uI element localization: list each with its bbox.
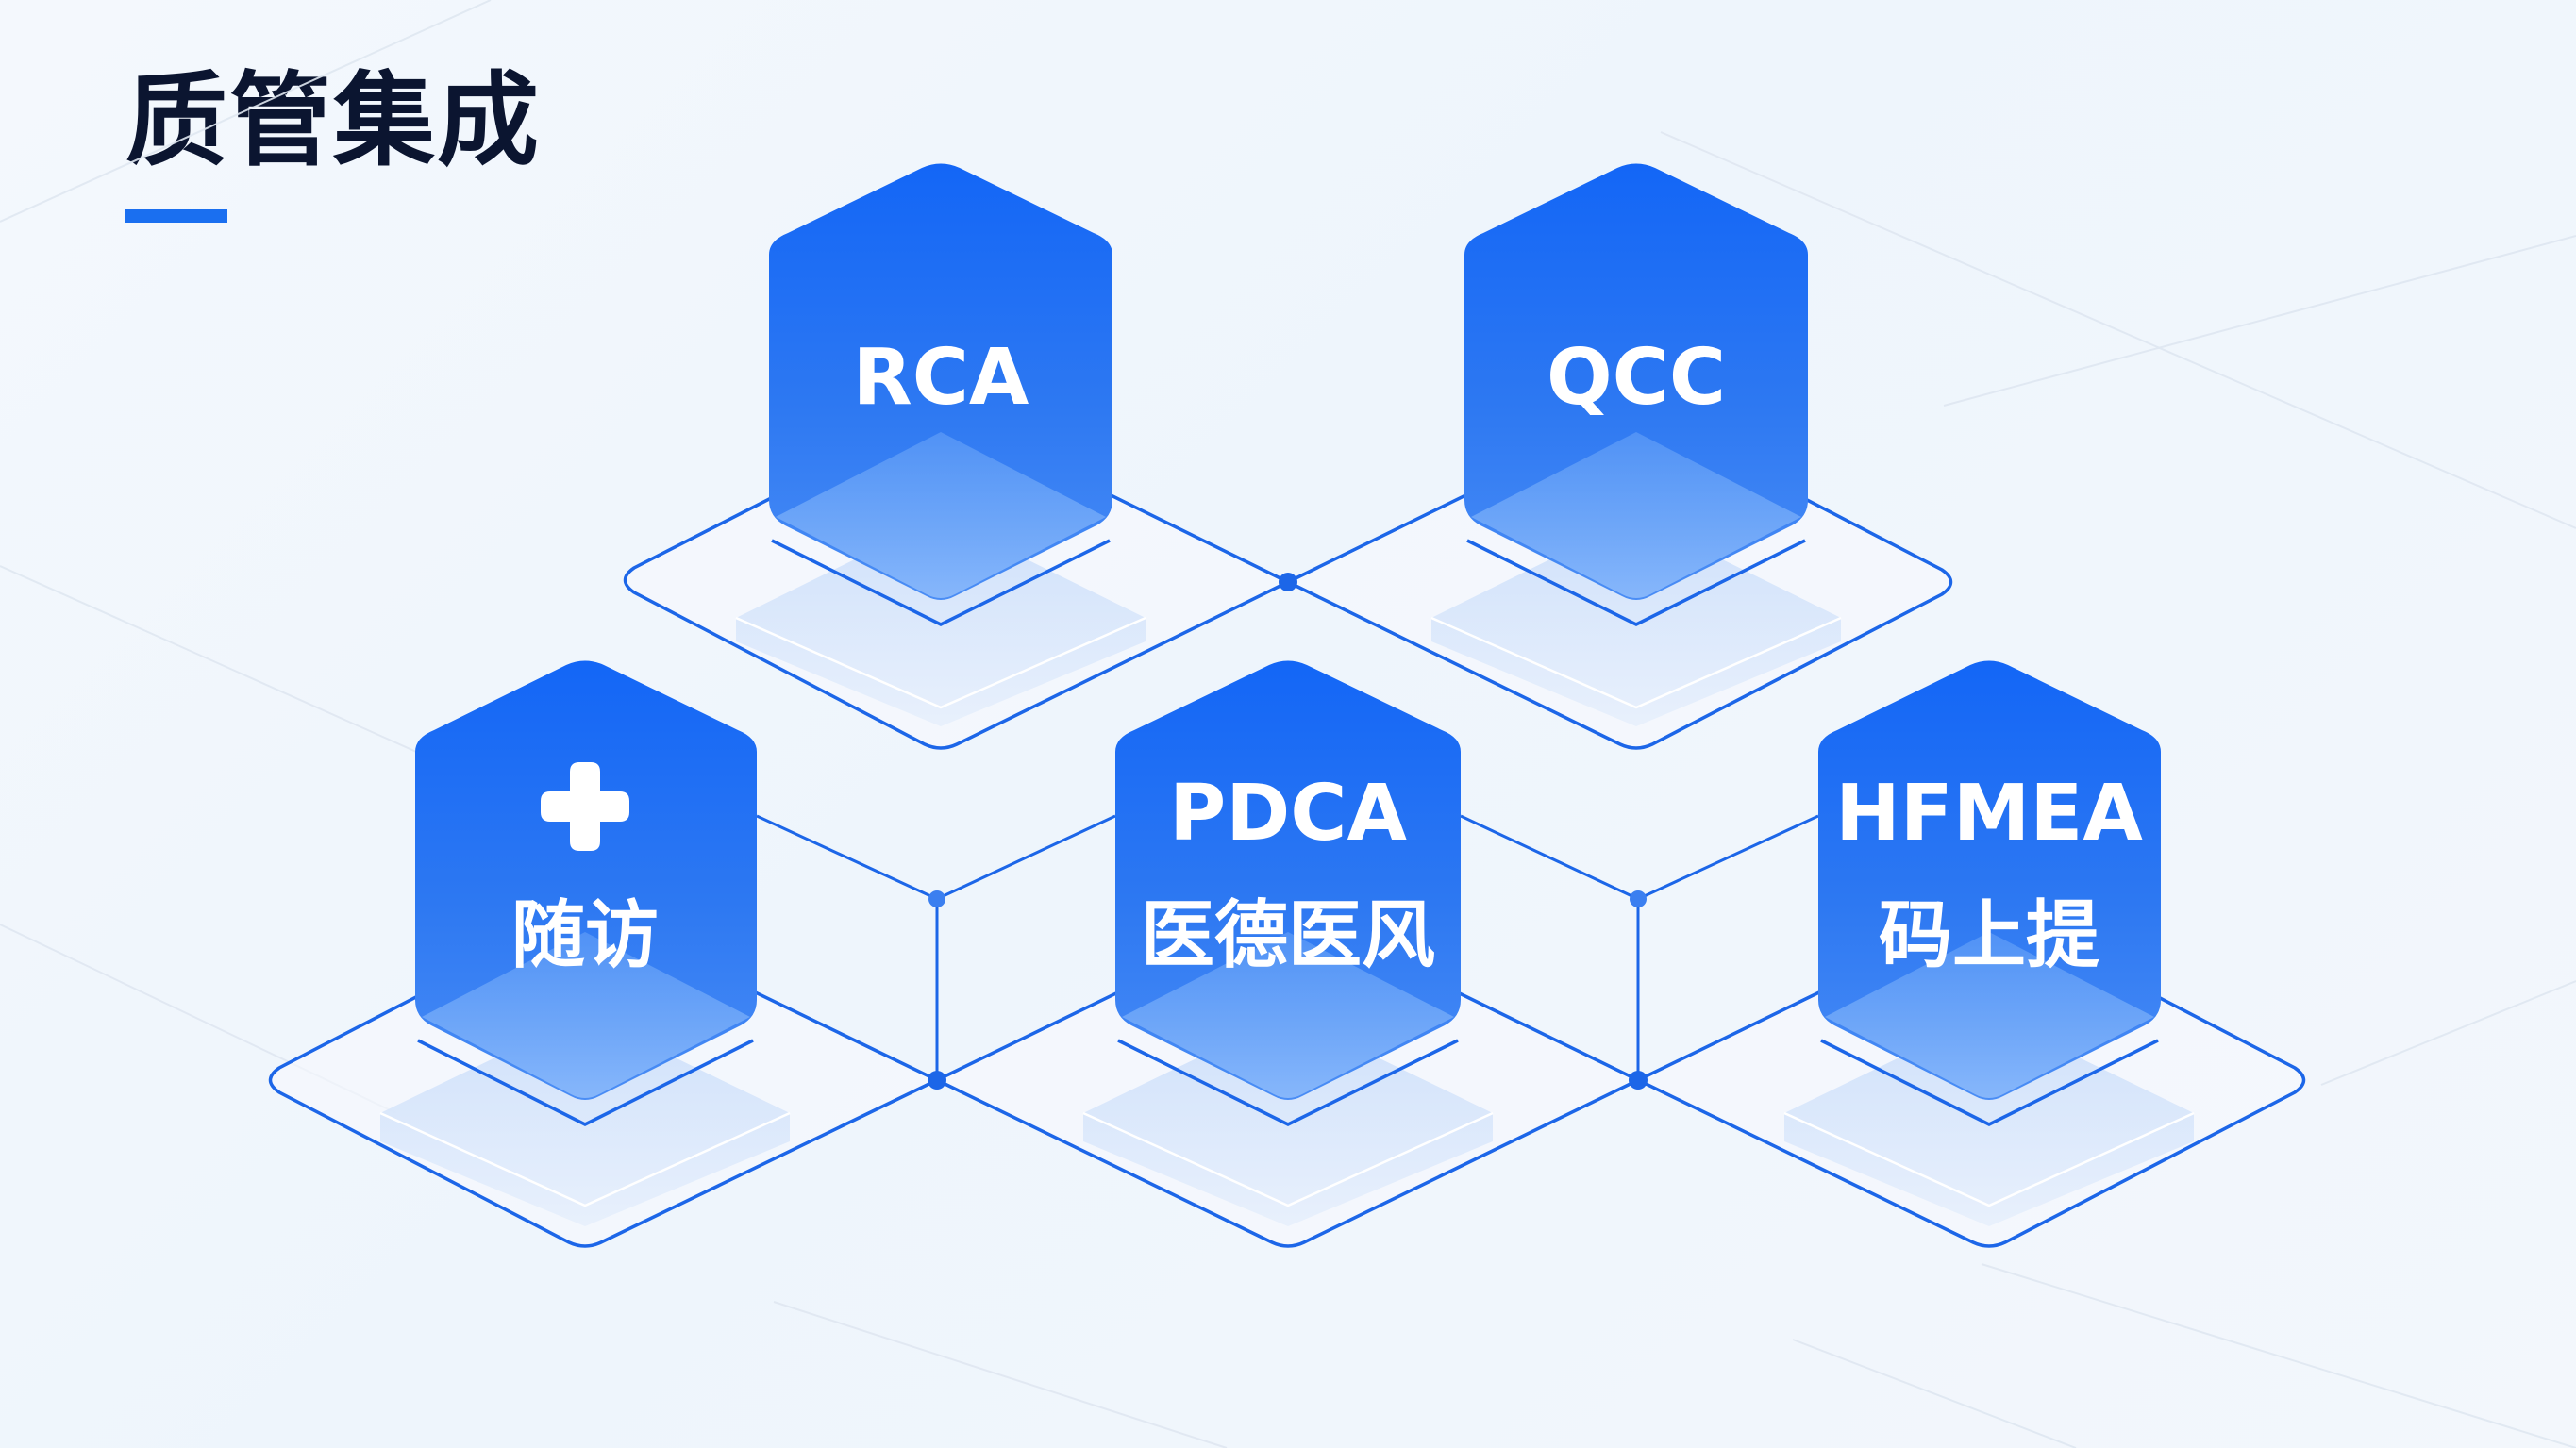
module-label: QCC bbox=[1547, 333, 1726, 423]
module-pdca[interactable]: PDCA 医德医风 bbox=[1115, 660, 1461, 1126]
node-dot bbox=[1630, 890, 1647, 907]
module-followup[interactable]: 随访 bbox=[415, 660, 757, 1126]
module-qcc[interactable]: QCC bbox=[1464, 163, 1808, 626]
connector-nodes bbox=[928, 573, 1648, 1090]
node-dot bbox=[928, 890, 945, 907]
node-dot bbox=[1629, 1071, 1648, 1090]
module-subtitle: 医德医风 bbox=[1141, 893, 1435, 978]
title-underline bbox=[125, 209, 227, 223]
module-label: RCA bbox=[853, 333, 1029, 423]
module-label: PDCA bbox=[1169, 769, 1407, 858]
page-title: 质管集成 bbox=[125, 62, 542, 180]
medical-cross-icon bbox=[541, 762, 629, 851]
node-dot bbox=[1279, 573, 1297, 591]
module-subtitle: 码上提 bbox=[1879, 893, 2099, 978]
node-dot bbox=[928, 1071, 946, 1090]
module-hfmea[interactable]: HFMEA 码上提 bbox=[1818, 660, 2161, 1126]
module-label: 随访 bbox=[511, 893, 659, 978]
connector-lines bbox=[756, 814, 1819, 1080]
module-rca[interactable]: RCA bbox=[769, 163, 1112, 626]
module-label: HFMEA bbox=[1835, 769, 2143, 858]
